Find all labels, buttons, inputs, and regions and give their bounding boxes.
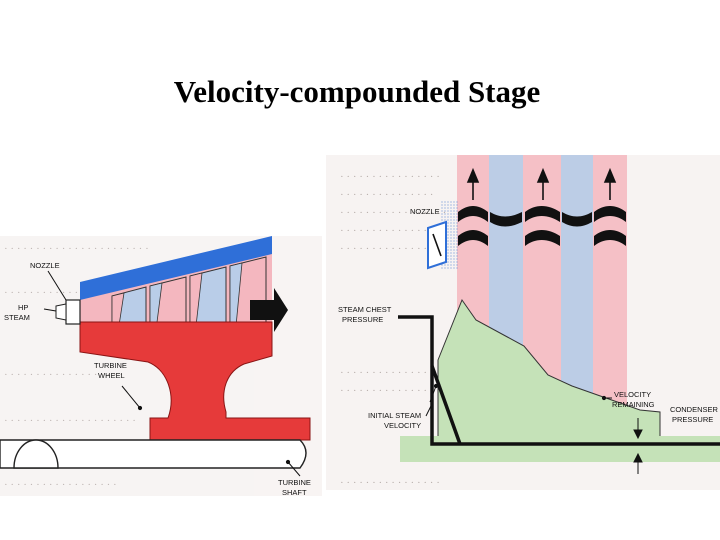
svg-text:· · · · · · · · · · · · · · ·: · · · · · · · · · · · · · · · · · · · · …	[4, 243, 149, 255]
label-condenser-2: PRESSURE	[672, 415, 713, 424]
nozzle-icon	[55, 299, 81, 325]
pressure-line	[398, 315, 458, 446]
condenser-band	[400, 436, 720, 462]
label-turbine-wheel-2: WHEEL	[98, 371, 125, 380]
label-velocity-remaining-1: VELOCITY	[614, 390, 651, 399]
turbine-casing	[80, 236, 272, 300]
svg-text:· · · · · · · · · · · · · · ·: · · · · · · · · · · · · · · ·	[340, 367, 433, 379]
label-nozzle-left: NOZZLE	[30, 261, 60, 270]
label-steam-chest-2: PRESSURE	[342, 315, 383, 324]
turbine-shaft	[0, 439, 307, 469]
left-turbine-diagram: · · · · · · · · · · · · · · · · · · · · …	[0, 236, 322, 497]
svg-text:· · · · · · · · · · · · · · ·: · · · · · · · · · · · · · · · ·	[340, 477, 440, 489]
svg-text:· · · · · · · · · · · · · · ·: · · · · · · · · · · · · · · · ·	[340, 171, 440, 183]
label-nozzle-right: NOZZLE	[410, 207, 440, 216]
svg-text:· · · · · · · · · · · · · · ·: · · · · · · · · · · · · · · · · ·	[340, 207, 446, 219]
flow-arrows	[466, 167, 617, 200]
nozzle-right-icon	[427, 200, 458, 270]
label-hp-steam-1: HP	[18, 303, 28, 312]
svg-text:· · · · · · · · · · · · · · ·: · · · · · · · · · · · · · · · · ·	[340, 243, 446, 255]
blade-profiles	[458, 206, 626, 246]
svg-text:· · · · · · · · · · · · · · ·: · · · · · · · · · · · · · · · · · · ·	[4, 369, 123, 381]
turbine-wheel	[79, 321, 311, 441]
page-title: Velocity-compounded Stage	[173, 74, 541, 109]
steam-exit-arrow-icon	[250, 288, 288, 332]
label-initial-velocity-2: VELOCITY	[384, 421, 421, 430]
label-hp-steam-2: STEAM	[4, 313, 30, 322]
label-steam-chest-1: STEAM CHEST	[338, 305, 392, 314]
label-turbine-wheel-1: TURBINE	[94, 361, 127, 370]
condenser-marker-arrows	[633, 418, 643, 474]
label-velocity-remaining-2: REMAINING	[612, 400, 655, 409]
svg-text:· · · · · · · · · · · · · · ·: · · · · · · · · · · · · · · · · · · · · …	[4, 415, 136, 427]
label-initial-velocity-1: INITIAL STEAM	[368, 411, 421, 420]
initial-velocity-line	[430, 365, 462, 445]
right-background-text: · · · · · · · · · · · · · · · · · · · · …	[340, 171, 446, 489]
right-velocity-diagram: · · · · · · · · · · · · · · · · · · · · …	[326, 155, 720, 490]
svg-text:· · · · · · · · · · · · · · ·: · · · · · · · · · · · · · · · ·	[340, 385, 440, 397]
svg-text:· · · · · · · · · · · · · · ·: · · · · · · · · · · · · · · ·	[340, 189, 433, 201]
label-condenser-1: CONDENSER	[670, 405, 719, 414]
label-turbine-shaft-1: TURBINE	[278, 478, 311, 487]
svg-text:· · · · · · · · · · · · · · ·: · · · · · · · · · · · · · · · · · ·	[4, 479, 117, 491]
label-turbine-shaft-2: SHAFT	[282, 488, 307, 497]
svg-text:· · · · · · · · · · · · · · ·: · · · · · · · · · · · · · · · ·	[340, 225, 440, 237]
